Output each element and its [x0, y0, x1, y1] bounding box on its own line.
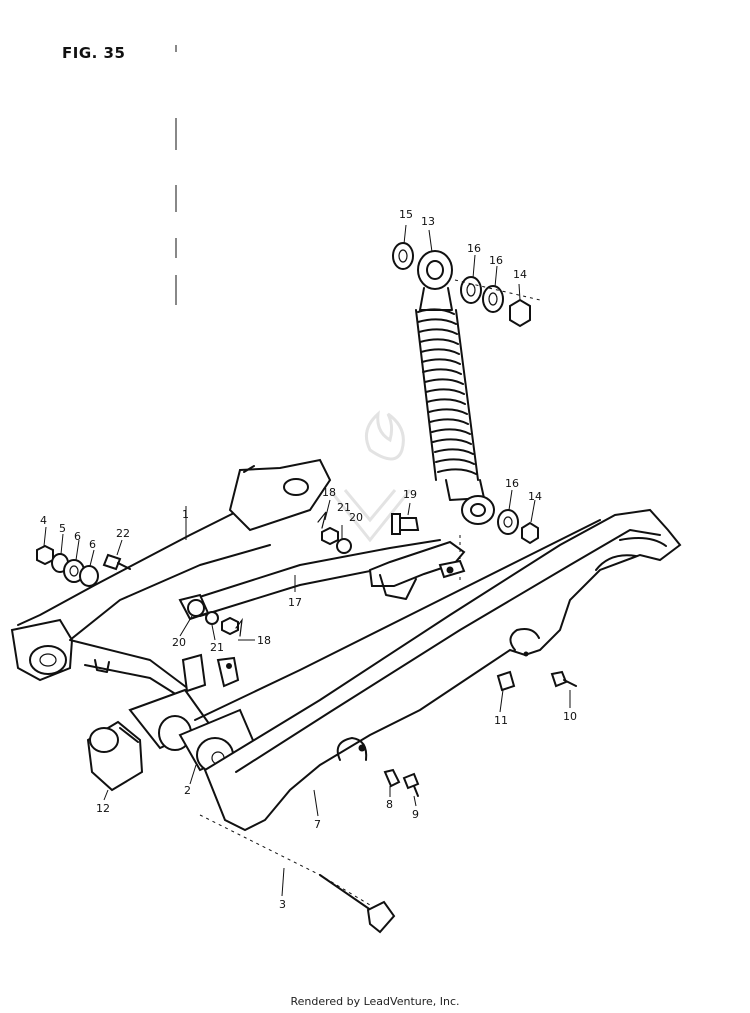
torque-link	[178, 535, 466, 621]
callout-15: 15	[399, 208, 413, 221]
callout-20: 20	[349, 511, 363, 524]
callout-6b: 6	[89, 538, 96, 551]
callout-20b: 20	[172, 636, 186, 649]
callout-numbers: 15 13 16 16 14 18 19 21 20 4 5 6 6 22 1 …	[40, 208, 577, 911]
callout-16b: 16	[489, 254, 503, 267]
shock-spring	[415, 308, 479, 481]
callout-14: 14	[513, 268, 527, 281]
figure-title: FIG. 35	[62, 44, 126, 62]
callout-14b: 14	[528, 490, 542, 503]
callout-5: 5	[59, 522, 66, 535]
callout-8: 8	[386, 798, 393, 811]
callout-3: 3	[279, 898, 286, 911]
leader-lines	[43, 224, 571, 897]
callout-9: 9	[412, 808, 419, 821]
rear-shock-absorber	[415, 250, 495, 525]
pivot-bolt	[199, 814, 396, 934]
chain-case-hardware	[383, 670, 577, 797]
upper-shock-hardware	[392, 242, 541, 328]
swingarm	[10, 458, 601, 773]
footer-credit: Rendered by LeadVenture, Inc.	[290, 995, 460, 1008]
callout-16c: 16	[505, 477, 519, 490]
chain-case	[203, 508, 682, 832]
pivot-bushing	[86, 720, 144, 792]
callout-21: 21	[337, 501, 351, 514]
callout-1: 1	[182, 508, 189, 521]
callout-2: 2	[184, 784, 191, 797]
callout-13: 13	[421, 215, 435, 228]
callout-12: 12	[96, 802, 110, 815]
callout-22: 22	[116, 527, 130, 540]
callout-4: 4	[40, 514, 47, 527]
callout-17: 17	[288, 596, 302, 609]
callout-16: 16	[467, 242, 481, 255]
callout-6: 6	[74, 530, 81, 543]
callout-21b: 21	[210, 641, 224, 654]
callout-10: 10	[563, 710, 577, 723]
lower-shock-hardware	[497, 509, 539, 545]
callout-7: 7	[314, 818, 321, 831]
torque-link-hardware	[187, 511, 420, 637]
callout-18b: 18	[257, 634, 271, 647]
callout-18: 18	[322, 486, 336, 499]
axle-hardware-left	[36, 544, 131, 587]
callout-11: 11	[494, 714, 508, 727]
callout-19: 19	[403, 488, 417, 501]
watermark-logo	[328, 410, 412, 543]
